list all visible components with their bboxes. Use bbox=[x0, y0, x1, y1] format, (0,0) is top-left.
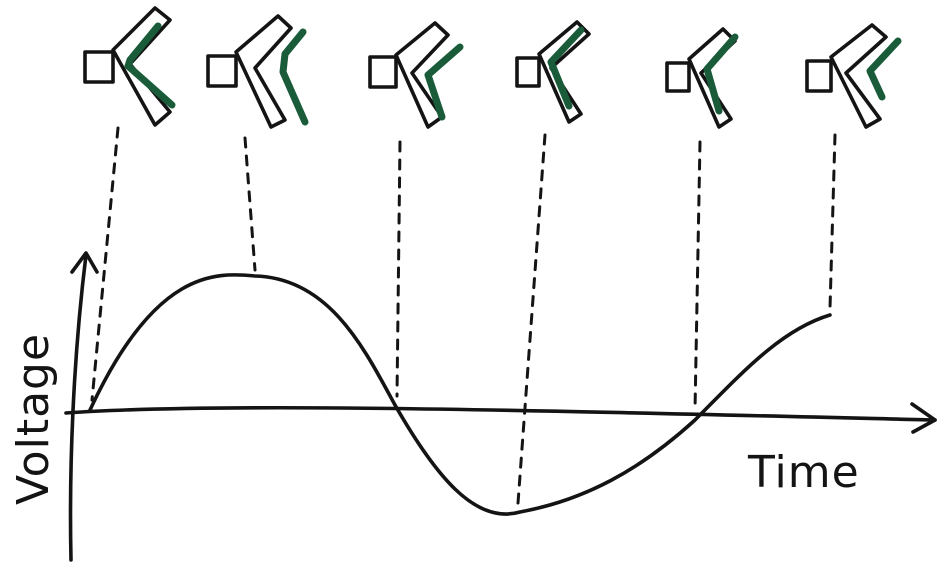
speaker-body bbox=[829, 23, 888, 129]
speaker-cone bbox=[424, 43, 464, 121]
speaker-magnet bbox=[805, 59, 833, 93]
speaker-magnet bbox=[368, 55, 398, 89]
speaker-magnet bbox=[83, 50, 115, 84]
x-axis bbox=[64, 405, 937, 422]
x-axis-arrowhead bbox=[910, 402, 937, 434]
voltage-waveform bbox=[88, 273, 832, 516]
speaker-cone bbox=[866, 37, 902, 101]
y-axis-arrowhead bbox=[70, 251, 99, 274]
connector-lines bbox=[90, 126, 837, 505]
speaker-cone bbox=[703, 33, 739, 115]
speaker-4 bbox=[515, 20, 591, 124]
speaker-body bbox=[234, 14, 293, 129]
dashed-connector bbox=[693, 140, 702, 412]
dashed-connector bbox=[90, 126, 120, 402]
y-axis-label: Voltage bbox=[8, 333, 59, 505]
dashed-connector bbox=[516, 133, 547, 505]
speaker-6 bbox=[805, 23, 902, 129]
speaker-magnet bbox=[206, 54, 238, 88]
speaker-magnet bbox=[665, 61, 691, 93]
speaker-magnet bbox=[515, 56, 541, 88]
speaker-2 bbox=[206, 14, 309, 129]
speaker-body bbox=[537, 20, 591, 124]
dashed-connector bbox=[243, 136, 257, 272]
speaker-cone bbox=[124, 22, 176, 109]
y-axis bbox=[68, 253, 88, 562]
speaker-cone bbox=[279, 28, 309, 126]
axes bbox=[64, 251, 937, 562]
speaker-5 bbox=[665, 27, 739, 129]
x-axis-label: Time bbox=[747, 447, 860, 498]
speaker-body bbox=[394, 21, 450, 129]
speaker-body bbox=[687, 27, 737, 129]
dashed-connector bbox=[395, 140, 402, 398]
speaker-3 bbox=[368, 21, 464, 129]
speaker-1 bbox=[83, 6, 176, 127]
dashed-connector bbox=[828, 133, 837, 310]
speaker-cone bbox=[547, 26, 585, 110]
